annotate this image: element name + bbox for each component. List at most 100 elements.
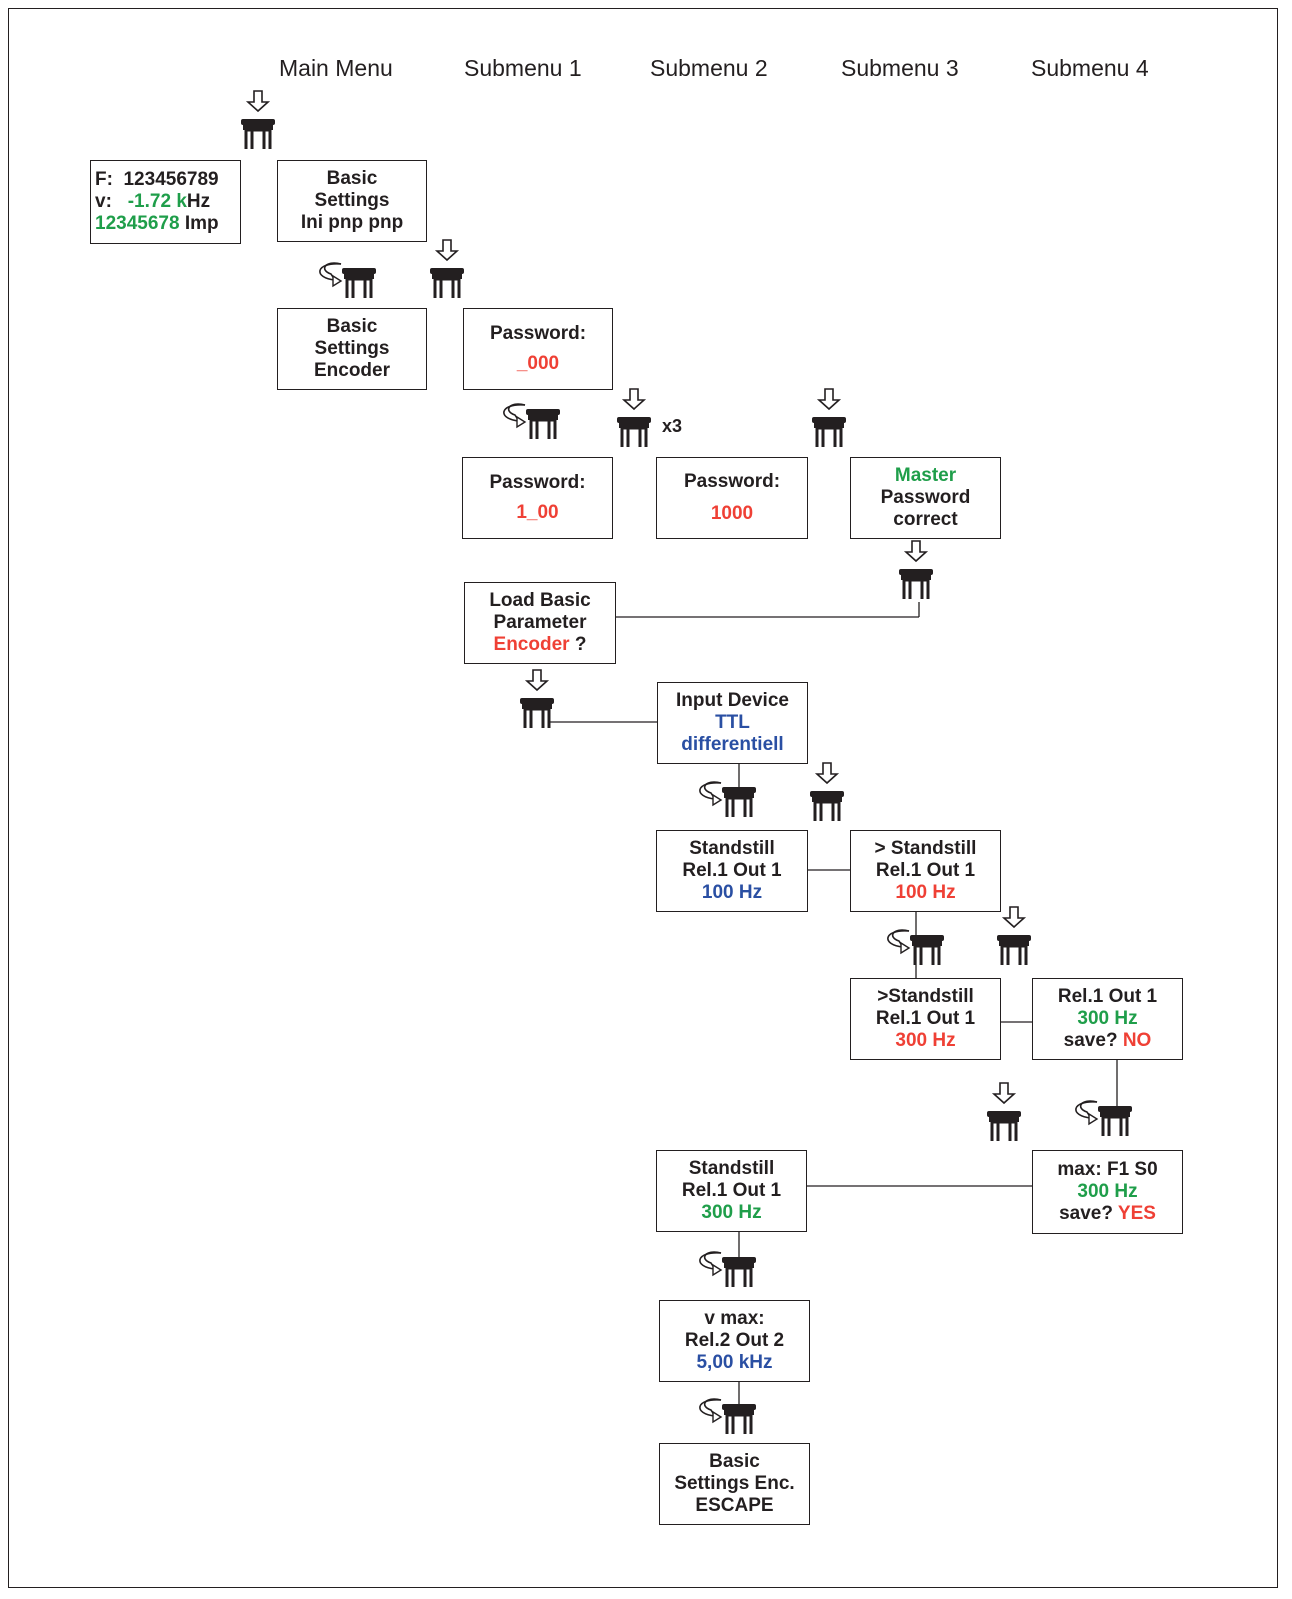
box-text-line: 100 Hz [701,882,763,903]
box-master-password: Master Password correct [850,457,1001,539]
box-input-device: Input Device TTL differentiell [657,682,808,764]
box-text-line: ESCAPE [695,1495,774,1516]
box-text-line: max: F1 S0 [1057,1159,1158,1180]
turn-knob-icon [1074,1099,1134,1138]
box-text-line: 300 Hz [701,1202,762,1223]
press-button-icon [615,387,653,449]
box-text-line: 300 Hz [895,1030,956,1051]
header-main-menu: Main Menu [279,55,393,81]
box-text-line: Encoder ? [494,634,587,656]
box-basic-settings-ini: Basic Settings Ini pnp pnp [277,160,427,242]
box-text-line: save? [1063,1030,1123,1051]
box-text-line: Master [894,465,957,486]
box-text-line: v: [95,191,128,212]
box-text-line: 1000 [710,503,754,524]
press-button-icon [518,668,556,730]
box-standstill-1: Standstill Rel.1 Out 1 100 Hz [656,830,808,912]
display-frequency: F: 123456789 [95,169,219,190]
box-text-line: ? [569,634,587,655]
press-button-icon [995,905,1033,967]
repeat-count-label: x3 [662,416,683,436]
box-text-line: Basic [326,168,378,189]
press-button-icon [897,539,935,601]
box-text-line: _000 [516,353,560,374]
header-submenu-1: Submenu 1 [464,55,582,81]
box-text-line: v max: [704,1308,765,1329]
box-password-2: Password: 1_00 [462,457,613,539]
box-text-line: Rel.1 Out 1 [875,1008,976,1029]
box-text-line: Rel.1 Out 1 [681,1180,782,1201]
box-text-line: Ini pnp pnp [300,212,404,233]
box-text-line: 300 Hz [1077,1008,1138,1029]
box-password-1: Password: _000 [463,308,613,390]
turn-knob-icon [698,780,758,819]
box-text-line: save? [1059,1203,1118,1224]
header-submenu-3: Submenu 3 [841,55,959,81]
turn-knob-icon [318,261,378,300]
box-text-line: Rel.1 Out 1 [1057,986,1158,1007]
box-text-line: Rel.1 Out 1 [682,860,782,881]
display-velocity: v: -1.72 kHz [95,191,210,213]
box-text-line: 12345678 [95,213,180,234]
press-button-icon [808,761,846,823]
box-text-line: Imp [179,213,219,234]
press-button-icon [985,1081,1023,1143]
box-standstill-4: Standstill Rel.1 Out 1 300 Hz [656,1150,807,1232]
box-text-line: Hz [186,191,211,212]
press-button-icon [428,238,466,300]
box-load-basic-parameter: Load Basic Parameter Encoder ? [464,582,616,664]
box-text-line: Encoder [313,360,391,381]
box-text-line: Parameter [493,612,587,633]
turn-knob-icon [698,1250,758,1289]
box-text-line: correct [893,509,958,530]
box-standstill-3: >Standstill Rel.1 Out 1 300 Hz [850,978,1001,1060]
turn-knob-icon [886,928,946,967]
header-submenu-4: Submenu 4 [1031,55,1149,81]
box-text-line: Settings Enc. [674,1473,795,1494]
box-text-line: Password: [683,471,781,492]
press-button-icon [810,387,848,449]
box-basic-settings-encoder: Basic Settings Encoder [277,308,427,390]
box-text-line: differentiell [681,734,784,755]
turn-knob-icon [502,402,562,441]
box-save-yes: max: F1 S0 300 Hz save? YES [1032,1150,1183,1234]
box-display: F: 123456789 v: -1.72 kHz 12345678 Imp [90,160,241,244]
box-text-line: Standstill [689,838,775,859]
box-text-line: Rel.1 Out 1 [875,860,976,881]
header-submenu-2: Submenu 2 [650,55,768,81]
box-text-line: 1_00 [516,502,559,523]
turn-knob-icon [698,1397,758,1436]
box-text-line: Standstill [688,1158,775,1179]
box-text-line: Password [880,487,971,508]
box-password-3: Password: 1000 [656,457,808,539]
box-text-line: TTL [715,712,750,733]
box-text-line: Input Device [676,690,789,711]
box-text-line: Settings [314,338,390,359]
box-text-line: NO [1122,1030,1152,1051]
box-text-line: Password: [489,323,587,344]
box-text-line: 5,00 kHz [696,1352,773,1373]
box-text-line: Load Basic [489,590,591,611]
box-text-line: Password: [489,472,586,493]
box-text-line: save? YES [1059,1203,1156,1225]
box-text-line: Basic [709,1451,760,1472]
box-text-line: Settings [314,190,390,211]
box-escape: Basic Settings Enc. ESCAPE [659,1443,810,1525]
box-text-line: 300 Hz [1077,1181,1138,1202]
box-text-line: -1.72 k [127,191,187,212]
box-text-line: Basic [326,316,378,337]
press-button-icon [239,89,277,151]
display-impulses: 12345678 Imp [95,213,219,235]
box-v-max: v max: Rel.2 Out 2 5,00 kHz [659,1300,810,1382]
diagram-frame [8,8,1278,1588]
box-save-no: Rel.1 Out 1 300 Hz save? NO [1032,978,1183,1060]
box-text-line: Encoder [493,634,570,655]
box-standstill-2: > Standstill Rel.1 Out 1 100 Hz [850,830,1001,912]
box-text-line: >Standstill [877,986,974,1007]
box-text-line: 100 Hz [895,882,956,903]
box-text-line: > Standstill [874,838,977,859]
box-text-line: save? NO [1064,1030,1152,1052]
box-text-line: Rel.2 Out 2 [684,1330,785,1351]
box-text-line: YES [1117,1203,1156,1224]
